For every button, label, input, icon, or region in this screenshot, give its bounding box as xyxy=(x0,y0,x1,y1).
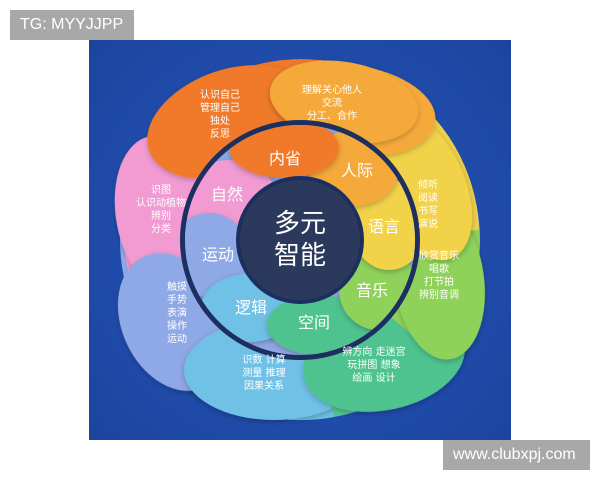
svg-text:触摸: 触摸 xyxy=(167,280,187,293)
svg-text:交流: 交流 xyxy=(322,96,342,109)
activities-bodily: 触摸 手势 表演 操作 运动 xyxy=(167,280,187,345)
svg-text:玩拼图 想象: 玩拼图 想象 xyxy=(347,358,400,371)
svg-text:手势: 手势 xyxy=(167,293,187,306)
label-logical: 逻辑 xyxy=(235,298,267,317)
label-naturalist: 自然 xyxy=(211,185,243,204)
multiple-intelligences-wheel: 多元 智能 内省 人际 语言 音乐 空间 逻辑 运动 自然 认识自己 管理自己 … xyxy=(114,59,485,421)
diagram-panel: 多元 智能 内省 人际 语言 音乐 空间 逻辑 运动 自然 认识自己 管理自己 … xyxy=(89,40,511,440)
svg-text:认识自己: 认识自己 xyxy=(200,88,240,101)
svg-text:识图: 识图 xyxy=(151,184,171,196)
activities-intrapersonal: 认识自己 管理自己 独处 反思 xyxy=(200,88,240,140)
watermark-bottom: www.clubxpj.com xyxy=(443,440,590,470)
svg-text:操作: 操作 xyxy=(167,319,187,332)
label-bodily: 运动 xyxy=(202,245,234,264)
svg-text:辨别音调: 辨别音调 xyxy=(419,288,459,301)
center-title-line1: 多元 xyxy=(274,209,326,239)
svg-text:认识动植物: 认识动植物 xyxy=(136,196,186,209)
svg-text:倾听: 倾听 xyxy=(418,178,438,191)
svg-text:阅读: 阅读 xyxy=(418,191,438,204)
activities-spatial: 辨方向 走迷宫 玩拼图 想象 绘画 设计 xyxy=(342,345,405,384)
center-disk xyxy=(240,180,360,300)
svg-text:演说: 演说 xyxy=(418,217,438,230)
activities-linguistic: 倾听 阅读 书写 演说 xyxy=(418,178,438,230)
label-musical: 音乐 xyxy=(356,281,388,300)
svg-text:绘画 设计: 绘画 设计 xyxy=(352,371,395,384)
svg-text:唱歌: 唱歌 xyxy=(429,262,449,275)
svg-text:打节拍: 打节拍 xyxy=(424,275,454,288)
center-title-line2: 智能 xyxy=(274,241,326,271)
svg-text:识数 计算: 识数 计算 xyxy=(242,353,285,366)
svg-text:因果关系: 因果关系 xyxy=(244,379,284,392)
svg-text:辨别: 辨别 xyxy=(151,209,171,222)
svg-text:辨方向 走迷宫: 辨方向 走迷宫 xyxy=(342,345,405,358)
svg-text:分工、合作: 分工、合作 xyxy=(307,109,357,122)
svg-text:运动: 运动 xyxy=(167,333,187,345)
activities-interpersonal: 理解关心他人 交流 分工、合作 xyxy=(302,83,362,122)
activities-musical: 欣赏音乐 唱歌 打节拍 辨别音调 xyxy=(419,249,459,301)
svg-text:理解关心他人: 理解关心他人 xyxy=(302,83,362,96)
label-spatial: 空间 xyxy=(298,313,330,332)
svg-text:分类: 分类 xyxy=(151,222,171,235)
svg-text:表演: 表演 xyxy=(167,306,187,319)
svg-text:独处: 独处 xyxy=(210,114,230,127)
svg-text:欣赏音乐: 欣赏音乐 xyxy=(419,249,459,262)
watermark-top: TG: MYYJJPP xyxy=(10,10,134,40)
svg-text:反思: 反思 xyxy=(210,128,230,140)
label-interpersonal: 人际 xyxy=(341,161,373,180)
activities-logical: 识数 计算 测量 推理 因果关系 xyxy=(242,353,285,392)
svg-text:测量 推理: 测量 推理 xyxy=(242,366,285,379)
svg-text:书写: 书写 xyxy=(418,205,438,217)
label-linguistic: 语言 xyxy=(368,217,400,236)
svg-text:管理自己: 管理自己 xyxy=(200,101,240,114)
label-intrapersonal: 内省 xyxy=(269,149,301,168)
activities-naturalist: 识图 认识动植物 辨别 分类 xyxy=(136,184,186,235)
